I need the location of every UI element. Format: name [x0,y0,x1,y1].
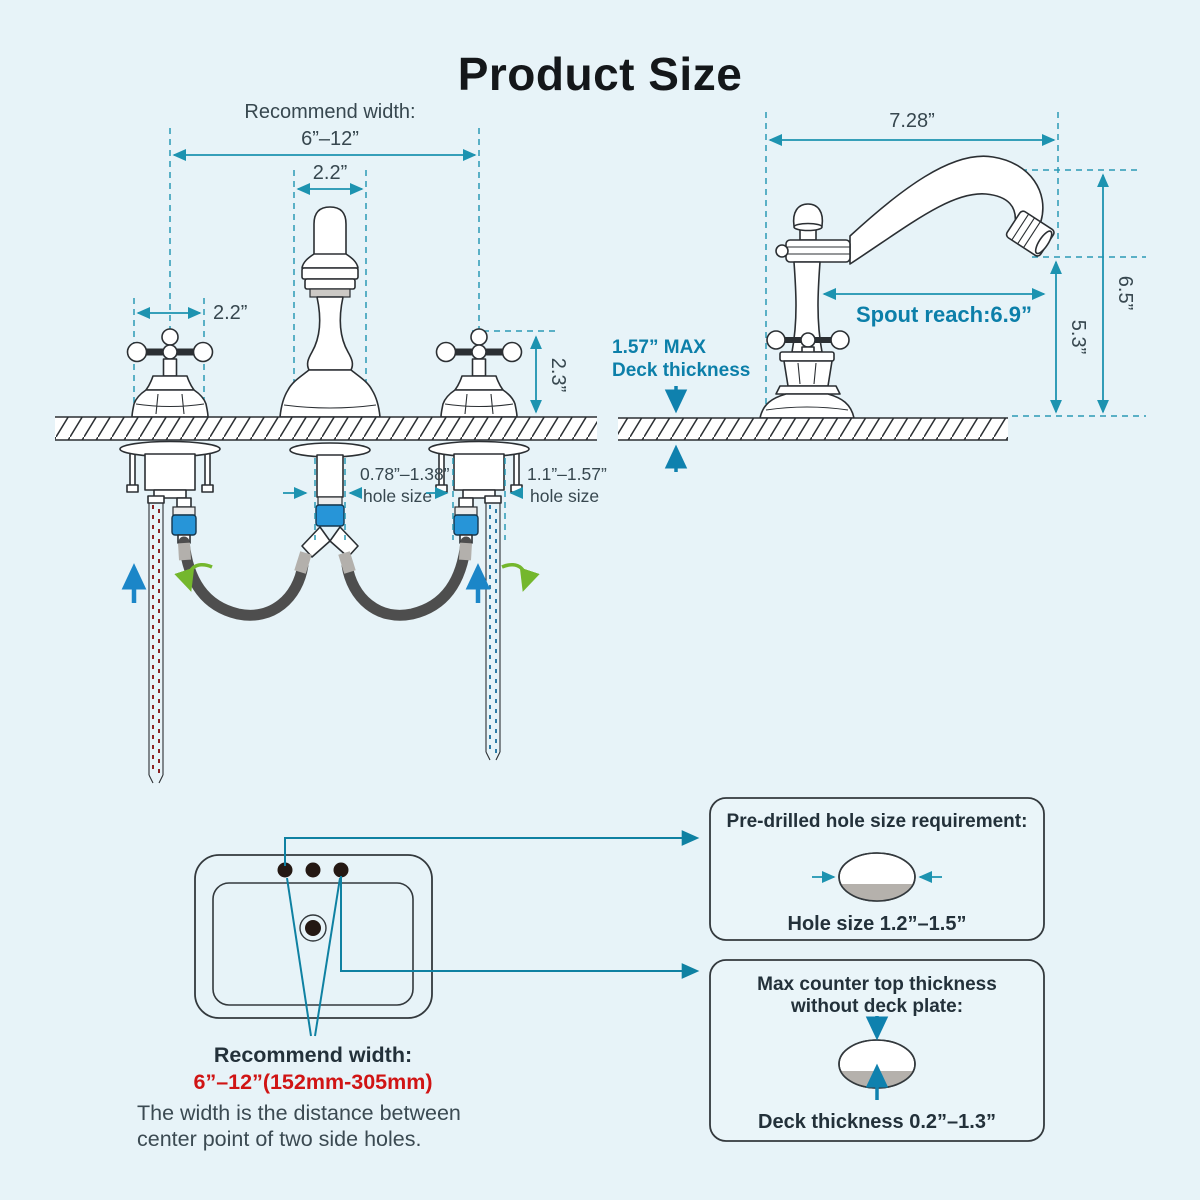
leader-to-hole-size-box [284,830,700,866]
sink-hole-center [305,862,321,878]
page-title: Product Size [458,48,743,100]
fv-center-hole-annotation: 0.78”–1.38” hole size [283,458,450,540]
fv-handle-height-label: 2.3” [547,358,569,392]
fv-right-handle [435,328,523,418]
sv-top-width-label: 7.28” [889,110,935,132]
side-view-diagram: 7.28” [612,110,1146,472]
fv-handle-width-label: 2.2” [213,302,247,324]
sink-note-heading: Recommend width: [214,1043,412,1067]
fv-spout-width-label: 2.2” [313,162,347,184]
fv-center-hole-size: 0.78”–1.38” [360,464,450,484]
fv-side-hole-size: 1.1”–1.57” [527,464,607,484]
sink-note-desc2: center point of two side holes. [137,1127,421,1151]
sv-spout-height-label: 5.3” [1067,320,1089,354]
info-box-deck-thickness: Max counter top thickness without deck p… [709,959,1045,1142]
deck-box-title1: Max counter top thickness [757,974,997,995]
fv-center-mounting-hardware [289,442,371,558]
hole-box-caption: Hole size 1.2”–1.5” [788,913,967,935]
fv-center-hole-caption: hole size [363,486,432,506]
front-view-diagram: Recommend width: 6”–12” 2.2” 2.2” 2.3” [55,101,607,784]
deck-box-caption: Deck thickness 0.2”–1.3” [758,1111,996,1133]
fv-counter-deck [55,416,597,441]
sv-total-height-label: 6.5” [1114,276,1136,310]
fv-left-mounting-hardware [119,440,221,544]
hole-box-title: Pre-drilled hole size requirement: [727,811,1028,832]
fv-center-spout [279,206,381,418]
sink-hole-left [277,862,293,878]
fv-recommend-width-label: Recommend width: [244,101,415,123]
sink-top-view: Recommend width: 6”–12”(152mm-305mm) The… [137,830,700,1151]
sink-note-desc1: The width is the distance between [137,1101,461,1125]
leader-to-deck-thickness-box [340,876,700,979]
sink-drain-hole [305,920,321,936]
fv-left-handle [126,328,214,418]
sv-faucet [759,155,1055,419]
fv-side-hole-annotation: 1.1”–1.57” hole size [426,458,607,540]
sv-deck-max-line1: 1.57” MAX [612,337,706,358]
fv-right-twist-arrow [501,563,540,592]
leader-v-right [314,877,341,1037]
sink-note-range: 6”–12”(152mm-305mm) [193,1070,432,1094]
fv-side-hole-caption: hole size [530,486,599,506]
fv-hot-supply-hose [148,503,164,784]
sv-spout-reach-label: Spout reach:6.9” [856,302,1032,327]
info-box-hole-size: Pre-drilled hole size requirement: Hole … [709,797,1045,941]
fv-right-mounting-hardware [428,440,530,544]
fv-recommend-width-value: 6”–12” [301,128,359,150]
sink-hole-right [333,862,349,878]
leader-v-left [286,877,312,1037]
fv-cold-supply-hose [485,503,501,761]
fv-left-twist-arrow [174,563,213,592]
fv-flex-hoses [178,536,472,621]
sv-counter-deck [618,417,1008,441]
deck-box-title2: without deck plate: [790,996,963,1017]
sink-drain-ring [299,914,327,942]
sv-deck-max-line2: Deck thickness [612,360,750,381]
